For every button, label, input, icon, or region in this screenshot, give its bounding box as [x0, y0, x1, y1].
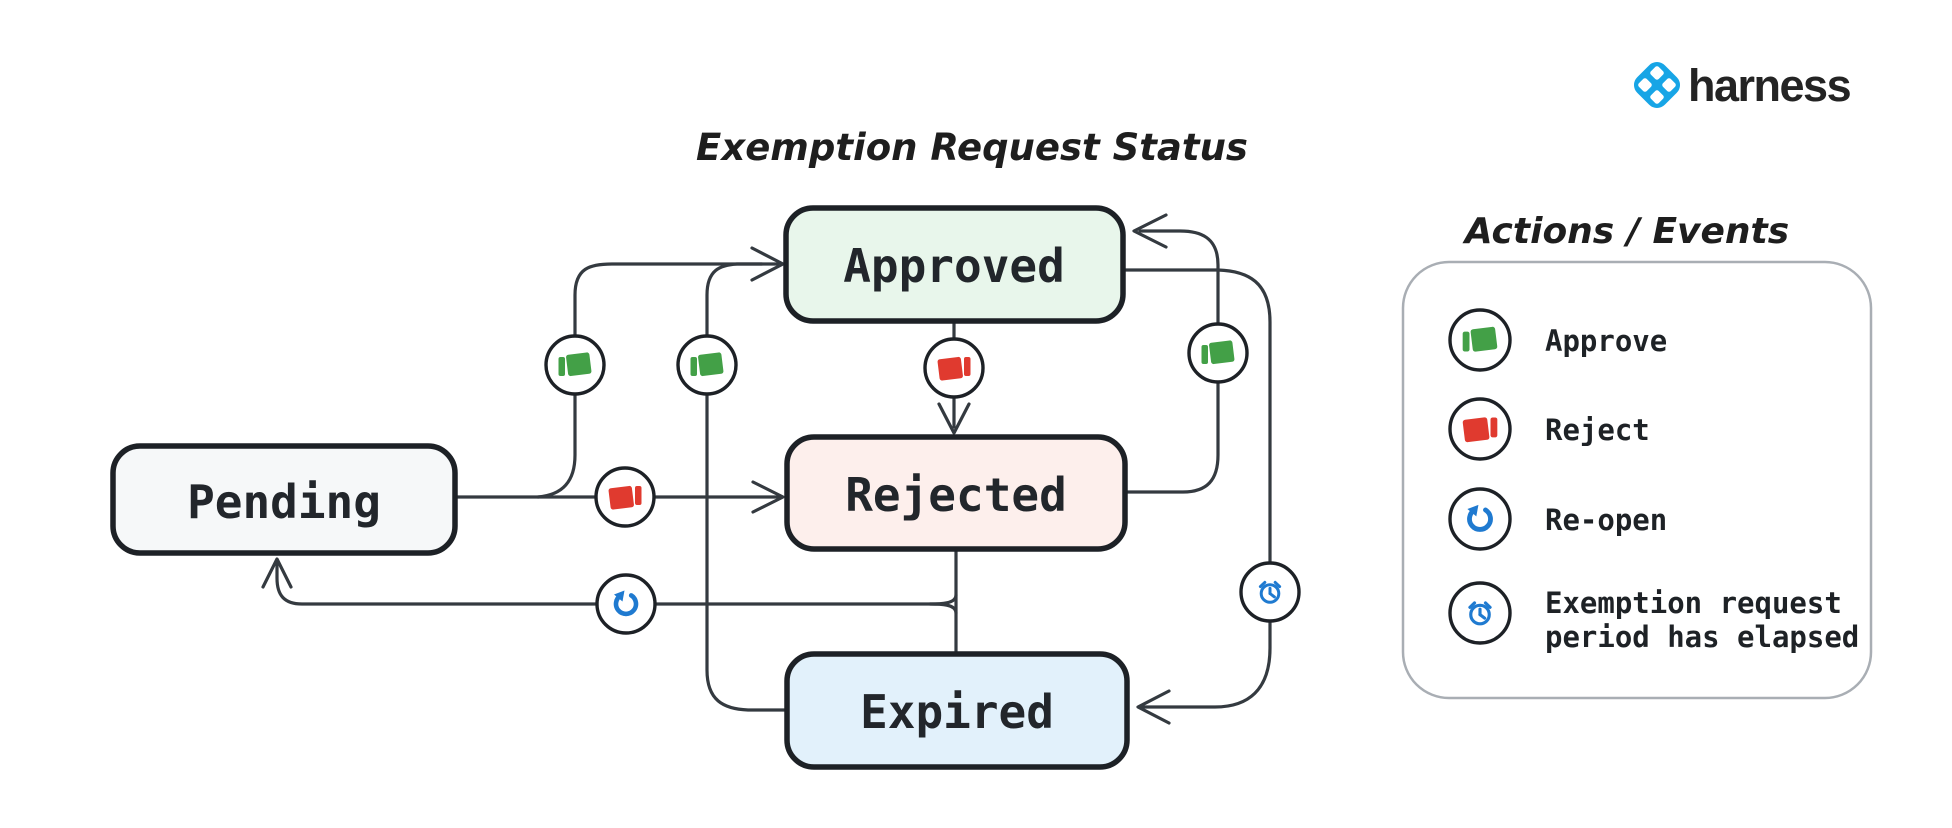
thumbs-up-icon [544, 334, 606, 396]
state-nodes: Pending Approved Rejected Expired [110, 205, 1130, 770]
legend-item-reject: Reject [1448, 397, 1650, 461]
arrowhead-into-approved-right [1132, 213, 1168, 249]
node-pending: Pending [110, 443, 458, 556]
legend-label-reject: Reject [1545, 413, 1650, 447]
arrowhead-into-rejected-top [937, 402, 971, 435]
edge-expired-approved [705, 262, 789, 712]
legend-label-period-elapsed-line1: Exemption request [1545, 586, 1842, 620]
legend-item-reopen: Re-open [1448, 487, 1667, 551]
alarm-clock-icon [1239, 561, 1301, 623]
edge-pending-approved [536, 262, 780, 499]
edge-approved-expired [1123, 268, 1272, 709]
arrowhead-into-rejected-left [751, 480, 785, 514]
arrowhead-into-approved-left [750, 246, 785, 282]
legend-label-approve: Approve [1545, 324, 1667, 358]
edge-reopen-lower-join [928, 602, 958, 615]
thumbs-down-icon [923, 337, 985, 399]
thumbs-up-icon [1187, 322, 1249, 384]
harness-logo: harness [1633, 60, 1852, 111]
thumbs-down-icon [1448, 397, 1512, 461]
thumbs-up-icon [676, 334, 738, 396]
edge-reopen-to-pending [275, 561, 958, 606]
legend-item-period-elapsed: Exemption request period has elapsed [1448, 581, 1859, 654]
legend-label-period-elapsed-line2: period has elapsed [1545, 620, 1859, 654]
arrowhead-into-pending-bottom [261, 557, 293, 589]
arrowhead-into-expired-right [1136, 689, 1171, 725]
edge-icons [544, 322, 1301, 635]
harness-wordmark: harness [1688, 60, 1851, 111]
node-pending-label: Pending [187, 475, 381, 529]
node-approved-label: Approved [843, 239, 1065, 293]
node-rejected-label: Rejected [845, 468, 1067, 522]
node-approved: Approved [783, 205, 1126, 324]
thumbs-down-icon [594, 466, 656, 528]
reopen-icon [595, 573, 657, 635]
harness-logo-icon [1633, 61, 1681, 109]
legend-item-approve: Approve [1448, 308, 1667, 372]
legend-panel [1401, 260, 1873, 700]
reopen-icon [1448, 487, 1512, 551]
legend-title: Actions / Events [1462, 211, 1789, 252]
node-expired-label: Expired [860, 685, 1054, 739]
node-rejected: Rejected [784, 434, 1128, 552]
page-title: Exemption Request Status [696, 126, 1248, 169]
legend: Actions / Events Approve Reject Re-open [1401, 211, 1873, 700]
legend-label-reopen: Re-open [1545, 503, 1667, 537]
node-expired: Expired [784, 651, 1130, 770]
thumbs-up-icon [1448, 308, 1512, 372]
alarm-clock-icon [1448, 581, 1512, 645]
